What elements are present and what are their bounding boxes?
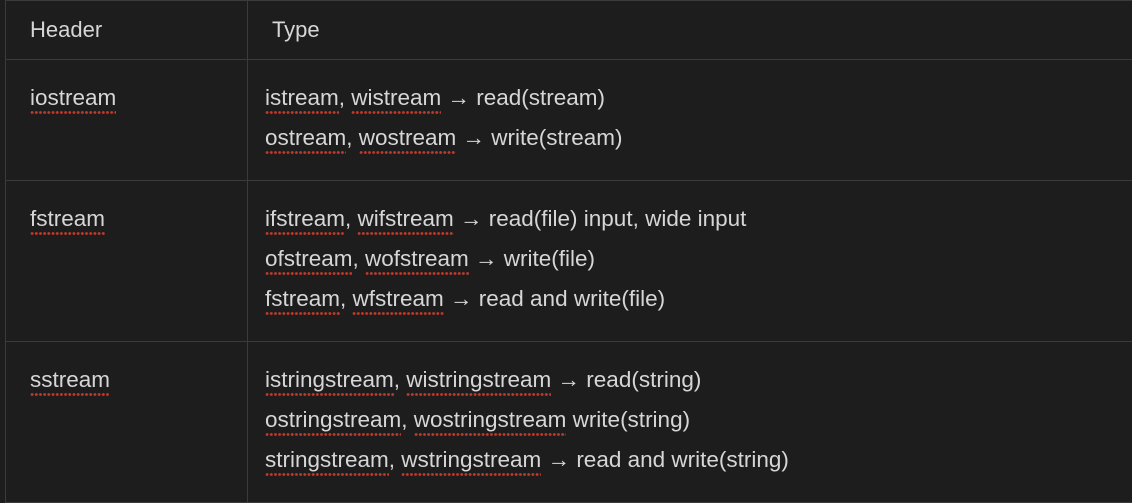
- table-header-row: Header Type: [6, 1, 1132, 60]
- misspelled-token: wostream: [359, 125, 457, 150]
- misspelled-token: fstream: [30, 206, 105, 231]
- misspelled-token: wfstream: [352, 286, 443, 311]
- table-row: sstream istringstream, wistringstream → r…: [6, 342, 1132, 503]
- header-name-text: fstream: [6, 181, 247, 239]
- type-line: ifstream, wifstream → read(file) input, …: [265, 199, 1132, 239]
- header-name-text: iostream: [6, 60, 247, 118]
- misspelled-token: ostringstream: [265, 407, 401, 432]
- misspelled-token: sstream: [30, 367, 110, 392]
- text-token: → write(stream): [456, 125, 622, 150]
- misspelled-token: wistream: [351, 85, 441, 110]
- misspelled-token: wofstream: [365, 246, 469, 271]
- misspelled-token: ostream: [265, 125, 346, 150]
- type-line: fstream, wfstream → read and write(file): [265, 279, 1132, 319]
- cell-type-description: ifstream, wifstream → read(file) input, …: [247, 181, 1132, 342]
- table-head: Header Type: [6, 1, 1132, 60]
- column-header-header-label: Header: [6, 1, 247, 59]
- column-header-header: Header: [6, 1, 248, 60]
- misspelled-token: istream: [265, 85, 339, 110]
- text-token: → read and write(file): [444, 286, 665, 311]
- text-token: ,: [352, 246, 365, 271]
- table-row: iostream istream, wistream → read(stream)…: [6, 60, 1132, 181]
- cell-type-description: istream, wistream → read(stream)ostream,…: [247, 60, 1132, 181]
- type-line: stringstream, wstringstream → read and w…: [265, 440, 1132, 480]
- misspelled-token: stringstream: [265, 447, 389, 472]
- misspelled-token: istringstream: [265, 367, 394, 392]
- table-body: iostream istream, wistream → read(stream)…: [6, 60, 1132, 503]
- text-token: → read(string): [551, 367, 701, 392]
- text-token: ,: [339, 85, 352, 110]
- misspelled-token: ifstream: [265, 206, 345, 231]
- stream-headers-table: Header Type iostream istream, wistream → …: [5, 0, 1132, 503]
- type-line: istringstream, wistringstream → read(str…: [265, 360, 1132, 400]
- type-description-text: istream, wistream → read(stream)ostream,…: [248, 60, 1132, 180]
- text-token: ,: [394, 367, 407, 392]
- text-token: → write(file): [469, 246, 595, 271]
- column-header-type: Type: [247, 1, 1132, 60]
- type-line: ostringstream, wostringstream write(stri…: [265, 400, 1132, 440]
- misspelled-token: fstream: [265, 286, 340, 311]
- misspelled-token: wstringstream: [401, 447, 541, 472]
- misspelled-token: ofstream: [265, 246, 353, 271]
- text-token: ,: [401, 407, 414, 432]
- cell-header-name: iostream: [6, 60, 248, 181]
- text-token: → read and write(string): [541, 447, 789, 472]
- column-header-type-label: Type: [248, 1, 1132, 59]
- type-description-text: ifstream, wifstream → read(file) input, …: [248, 181, 1132, 341]
- cell-header-name: sstream: [6, 342, 248, 503]
- cell-type-description: istringstream, wistringstream → read(str…: [247, 342, 1132, 503]
- type-description-text: istringstream, wistringstream → read(str…: [248, 342, 1132, 502]
- misspelled-token: wistringstream: [406, 367, 551, 392]
- type-line: istream, wistream → read(stream): [265, 78, 1132, 118]
- text-token: ,: [389, 447, 402, 472]
- text-token: ,: [345, 206, 358, 231]
- misspelled-token: wostringstream: [414, 407, 567, 432]
- cell-header-name: fstream: [6, 181, 248, 342]
- type-line: ofstream, wofstream → write(file): [265, 239, 1132, 279]
- misspelled-token: wifstream: [357, 206, 453, 231]
- text-token: → read(stream): [441, 85, 605, 110]
- text-token: ,: [346, 125, 359, 150]
- table-row: fstream ifstream, wifstream → read(file) …: [6, 181, 1132, 342]
- text-token: write(string): [566, 407, 690, 432]
- text-token: → read(file) input, wide input: [454, 206, 747, 231]
- header-name-text: sstream: [6, 342, 247, 400]
- text-token: ,: [340, 286, 353, 311]
- type-line: ostream, wostream → write(stream): [265, 118, 1132, 158]
- misspelled-token: iostream: [30, 85, 116, 110]
